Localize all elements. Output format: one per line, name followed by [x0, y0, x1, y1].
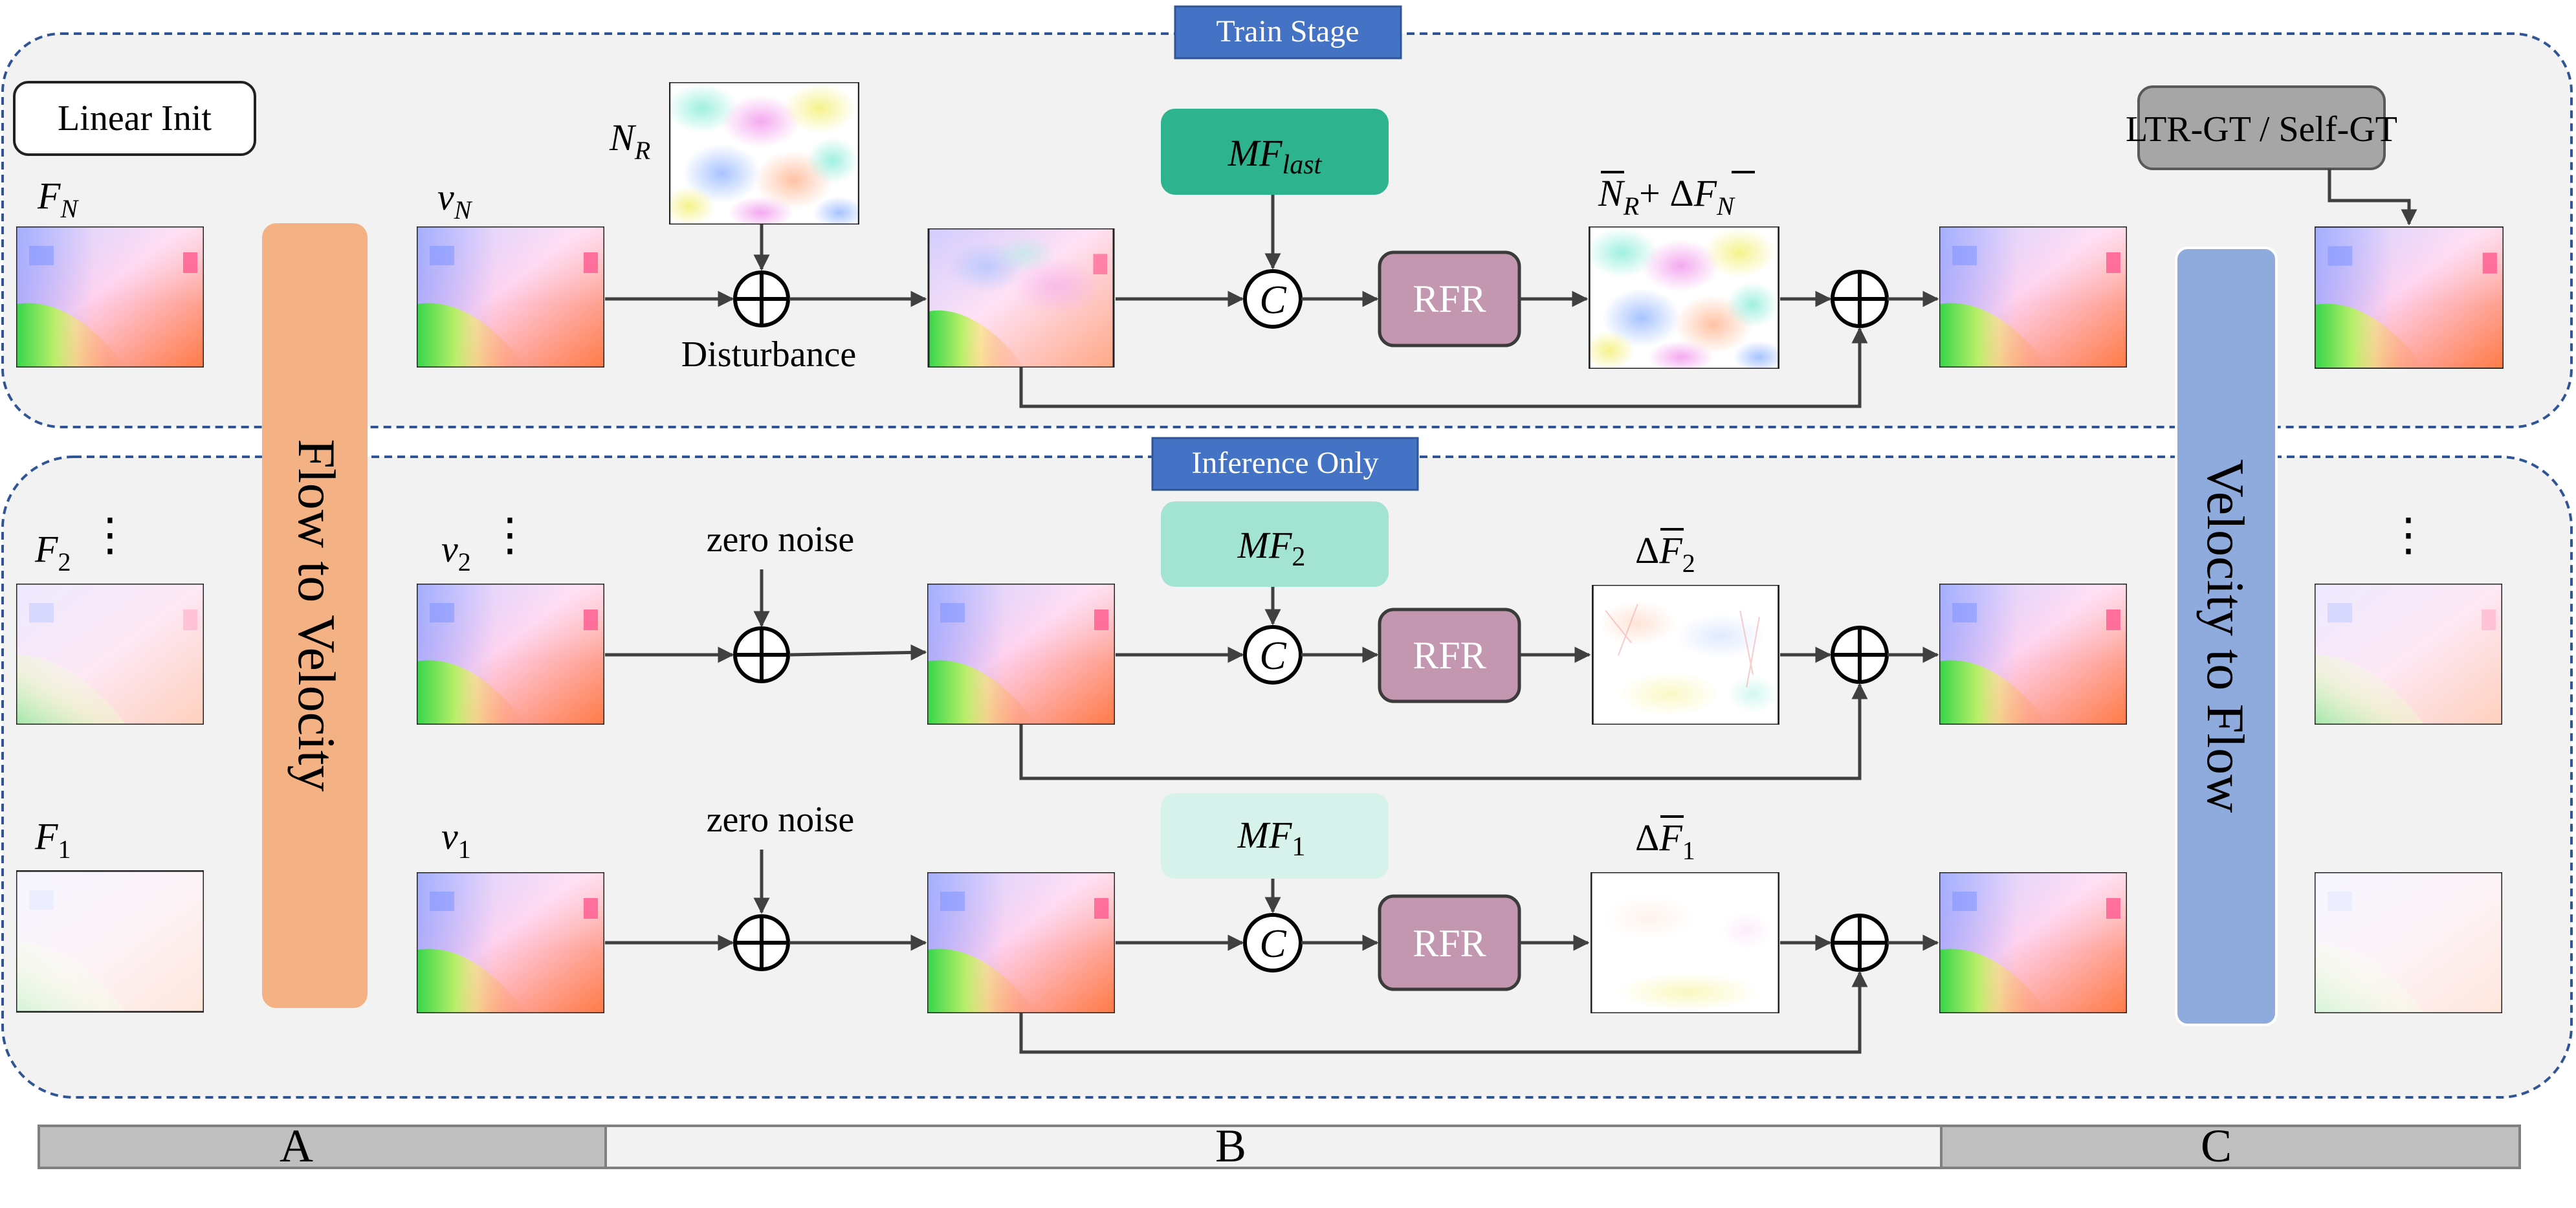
concat-bot: [1243, 913, 1303, 972]
concat-mid-symbol: C: [1259, 634, 1286, 678]
rfr-mid-label: RFR: [1413, 634, 1486, 677]
flow-image-f2: [16, 584, 204, 725]
mf2-box: [1161, 501, 1389, 587]
flow-image-f1: [16, 870, 204, 1013]
label-v1: v1: [441, 815, 471, 864]
train-stage-label: Train Stage: [1216, 14, 1360, 49]
ellipsis-out: ⋮: [2386, 511, 2431, 560]
velocity-image-v2: [417, 584, 604, 725]
residual-image-bot: [1591, 872, 1779, 1013]
noise-image-nr: [669, 82, 859, 225]
velocity-to-flow-bar: [2175, 247, 2278, 1026]
output-velocity-top: [1939, 226, 2127, 368]
rfr-bot-label: RFR: [1413, 922, 1486, 965]
label-f2: F2: [34, 528, 71, 577]
flow-to-velocity-label: Flow to Velocity: [287, 439, 346, 791]
label-v2: v2: [441, 528, 471, 577]
linear-init-label: Linear Init: [58, 98, 212, 138]
section-c-label: C: [2201, 1120, 2232, 1172]
gt-box: [2137, 85, 2386, 170]
rfr-top-label: RFR: [1413, 278, 1486, 320]
ellipsis-v: ⋮: [487, 511, 533, 560]
section-c-bar: [1940, 1125, 2521, 1169]
mf-last-label: MFlast: [1227, 132, 1323, 180]
train-stage-panel: [1, 32, 2573, 428]
velocity-image-v1: [417, 872, 604, 1013]
velocity-to-flow-label: Velocity to Flow: [2196, 459, 2255, 813]
concat-mid: [1243, 625, 1303, 685]
train-stage-tag: [1174, 5, 1402, 60]
mf-last-box: [1161, 109, 1389, 195]
label-f1: F1: [34, 815, 71, 864]
arrow-plus-noisy-2: [789, 644, 927, 661]
skip-top: [1019, 327, 1868, 408]
inference-tag: [1151, 437, 1419, 491]
label-resid-bot: ΔF1: [1635, 817, 1695, 865]
flow-image-fn: [16, 226, 204, 368]
flow-output-top: [2315, 226, 2504, 369]
residual-image-mid: [1592, 585, 1779, 725]
output-velocity-mid: [1939, 584, 2127, 725]
arrow-gt-flow: [2328, 169, 2417, 226]
label-resid-mid: ΔF2: [1635, 529, 1695, 578]
label-fn: FN: [37, 175, 79, 223]
velocity-image-vn: [417, 226, 604, 368]
concat-top-symbol: C: [1259, 278, 1286, 322]
mf1-label: MF1: [1237, 814, 1306, 862]
rfr-top: [1378, 250, 1521, 347]
disturbance-label: Disturbance: [681, 335, 857, 375]
ellipsis-f: ⋮: [87, 511, 133, 560]
linear-init-box: [13, 81, 256, 156]
rfr-bot: [1378, 894, 1521, 991]
concat-bot-symbol: C: [1259, 922, 1286, 966]
mf1-box: [1161, 793, 1389, 879]
residual-image-top: [1589, 226, 1779, 369]
flow-output-bot: [2315, 872, 2502, 1013]
skip-bot: [1019, 971, 1868, 1054]
gt-label: LTR-GT / Self-GT: [2126, 109, 2397, 149]
flow-to-velocity-bar: [262, 223, 368, 1008]
rfr-mid: [1378, 608, 1521, 703]
skip-mid: [1019, 683, 1868, 780]
section-a-label: A: [280, 1120, 313, 1172]
output-velocity-bot: [1939, 872, 2127, 1013]
noisy-velocity-image-2: [927, 584, 1115, 725]
label-nr: NR: [609, 116, 650, 165]
section-b-label: B: [1215, 1120, 1246, 1172]
section-b-bar: [604, 1125, 1943, 1169]
noisy-velocity-image-1: [927, 872, 1115, 1013]
label-resid-top: NR+ ΔFN: [1598, 172, 1735, 221]
zero-noise-label-2: zero noise: [707, 520, 855, 560]
concat-top: [1243, 269, 1303, 329]
label-vn: vN: [437, 176, 473, 225]
mf2-label: MF2: [1237, 524, 1306, 572]
zero-noise-label-1: zero noise: [707, 800, 855, 840]
section-a-bar: [38, 1125, 607, 1169]
inference-label: Inference Only: [1191, 446, 1378, 480]
flow-output-mid: [2315, 584, 2502, 725]
noisy-velocity-image: [927, 228, 1115, 368]
